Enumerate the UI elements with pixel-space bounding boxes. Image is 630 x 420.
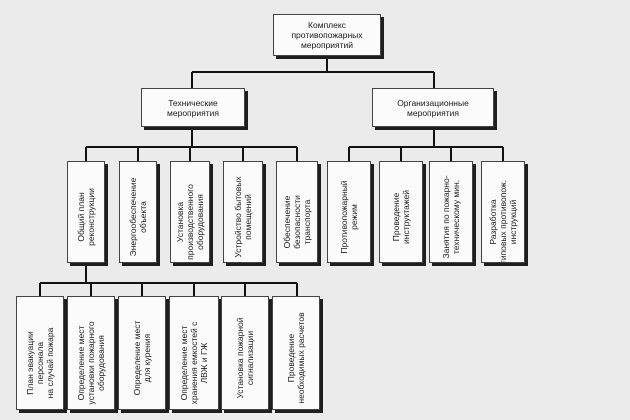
- plan-item-equipment-places-label: Определение мест установки пожарного обо…: [76, 321, 106, 405]
- tech-item-transport-label: Обеспечение безопасности транспорта: [282, 195, 312, 249]
- plan-item-storage-label: Определение мест хранения емкостей с ЛВЖ…: [179, 321, 209, 405]
- org-item-briefings-label: Проведение инструктажей: [391, 190, 411, 244]
- plan-item-calculations-label: Проведение необходимых расчетов: [286, 312, 306, 404]
- tech-item-equipment: Установка производственного оборудования: [170, 161, 210, 263]
- tech-item-equipment-label: Установка производственного оборудования: [175, 184, 205, 260]
- tech-item-energy: Энергообеспечение объекта: [119, 161, 157, 263]
- root-label: Комплекс противопожарных мероприятий: [291, 20, 363, 50]
- plan-item-smoking-label: Определение мест для курения: [132, 320, 152, 396]
- org-item-regime: Противопожарный режим: [327, 161, 371, 263]
- plan-item-smoking: Определение мест для курения: [118, 296, 166, 410]
- tech-item-plan: Общий план реконструкции: [67, 161, 105, 263]
- org-item-training: Занятия по пожарно- техническому мин.: [429, 161, 473, 263]
- plan-item-alarm-label: Установка пожарной сигнализации: [235, 317, 255, 399]
- org-item-regime-label: Противопожарный режим: [339, 180, 359, 254]
- plan-item-calculations: Проведение необходимых расчетов: [272, 296, 320, 410]
- org-item-instructions: Разработка типовых противопож. инструкци…: [481, 161, 525, 263]
- technical-measures-label: Технические мероприятия: [167, 97, 219, 118]
- org-item-training-label: Занятия по пожарно- техническому мин.: [441, 175, 461, 259]
- org-item-instructions-label: Разработка типовых противопож. инструкци…: [488, 179, 518, 263]
- organizational-measures-node: Организационные мероприятия: [372, 88, 494, 127]
- tech-item-facilities: Устройство бытовых помещений: [223, 161, 263, 263]
- technical-measures-node: Технические мероприятия: [141, 88, 245, 127]
- plan-item-storage: Определение мест хранения емкостей с ЛВЖ…: [169, 296, 219, 410]
- tech-item-facilities-label: Устройство бытовых помещений: [233, 176, 253, 258]
- plan-item-evacuation-label: План эвакуации персонала на случай пожар…: [25, 327, 55, 399]
- tech-item-transport: Обеспечение безопасности транспорта: [276, 161, 318, 263]
- org-item-briefings: Проведение инструктажей: [379, 161, 423, 263]
- tech-item-plan-label: Общий план реконструкции: [76, 188, 96, 246]
- root-node: Комплекс противопожарных мероприятий: [273, 14, 381, 56]
- plan-item-alarm: Установка пожарной сигнализации: [221, 296, 269, 410]
- tech-item-energy-label: Энергообеспечение объекта: [128, 177, 148, 257]
- organizational-measures-label: Организационные мероприятия: [397, 97, 469, 118]
- plan-item-evacuation: План эвакуации персонала на случай пожар…: [16, 296, 64, 410]
- plan-item-equipment-places: Определение мест установки пожарного обо…: [67, 296, 115, 410]
